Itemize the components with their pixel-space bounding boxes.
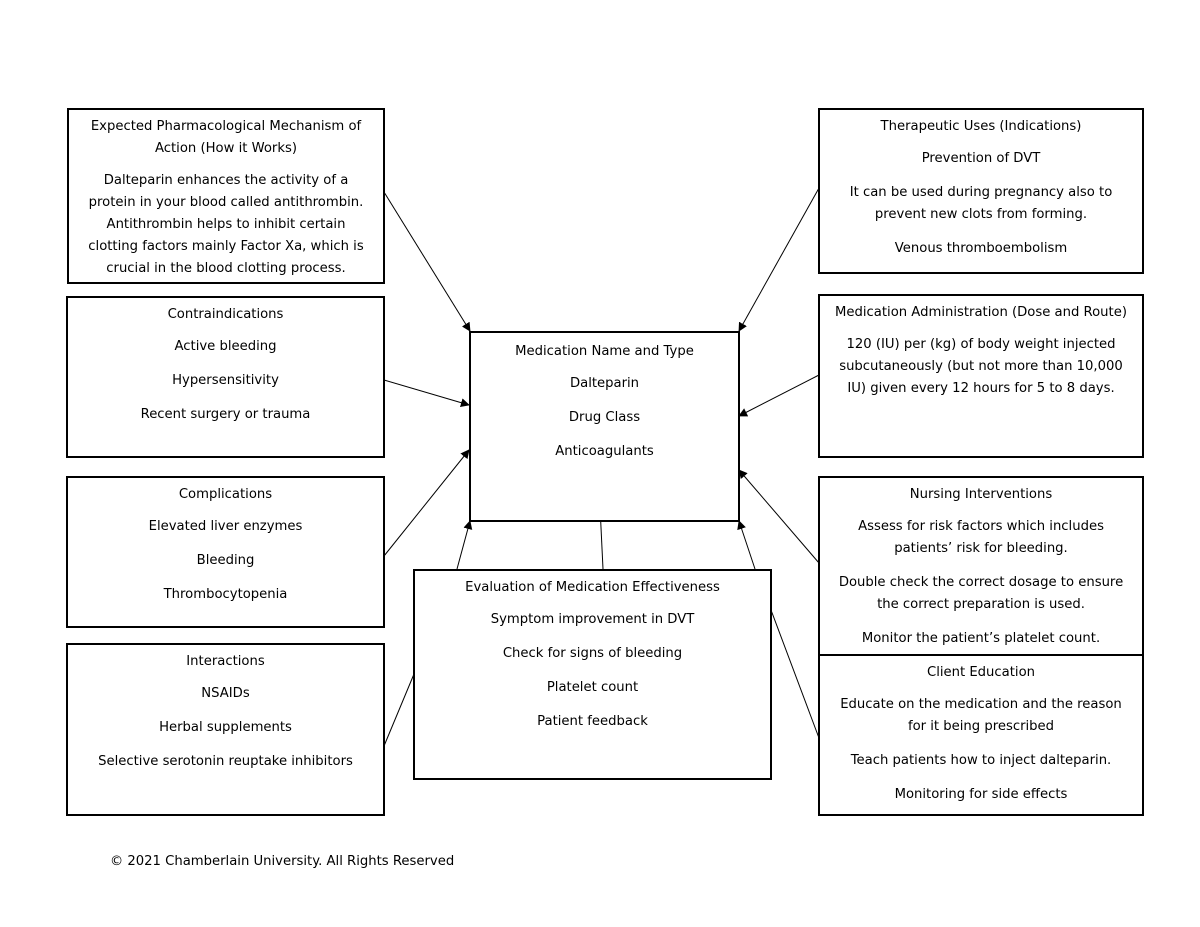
contraindications-box: Contraindications Active bleeding Hypers… [66,296,385,458]
arrow-uses-to-center [738,187,820,332]
arrow-contraindications-to-center [383,379,470,408]
nursing-box: Nursing Interventions Assess for risk fa… [818,476,1144,656]
evaluation-item: Symptom improvement in DVT [490,612,695,627]
contraindications-title: Contraindications [167,307,284,322]
contraindications-item: Active bleeding [174,339,277,354]
complications-item: Elevated liver enzymes [148,519,303,534]
interactions-title: Interactions [186,654,265,669]
evaluation-item: Patient feedback [537,714,648,729]
medication-name: Dalteparin [569,376,640,391]
nursing-item: Double check the correct dosage to ensur… [838,575,1124,612]
nursing-item: Monitor the patient’s platelet count. [861,631,1101,646]
mechanism-body: Dalteparin enhances the activity of a pr… [88,173,364,276]
uses-item: Venous thromboembolism [894,241,1068,256]
arrow-education-to-center-head [737,520,756,570]
complications-title: Complications [178,487,273,502]
education-item: Educate on the medication and the reason… [840,697,1122,734]
arrow-interactions-to-center [383,673,415,747]
evaluation-box: Evaluation of Medication Effectiveness S… [413,569,772,780]
administration-body: 120 (IU) per (kg) of body weight injecte… [839,337,1123,396]
administration-box: Medication Administration (Dose and Rout… [818,294,1144,458]
uses-title: Therapeutic Uses (Indications) [880,119,1082,134]
interactions-box: Interactions NSAIDs Herbal supplements S… [66,643,385,816]
nursing-title: Nursing Interventions [909,487,1053,502]
arrow-administration-to-center [738,374,820,417]
interactions-item: NSAIDs [201,686,250,701]
uses-box: Therapeutic Uses (Indications) Preventio… [818,108,1144,274]
education-box: Client Education Educate on the medicati… [818,654,1144,816]
education-item: Teach patients how to inject dalteparin. [850,753,1112,768]
complications-item: Bleeding [196,553,255,568]
arrow-complications-to-center [383,449,470,557]
copyright-notice: © 2021 Chamberlain University. All Right… [110,854,455,869]
uses-item: It can be used during pregnancy also to … [849,185,1113,222]
arrow-education-to-center [770,609,820,739]
nursing-item: Assess for risk factors which includes p… [858,519,1104,556]
evaluation-item: Platelet count [546,680,639,695]
interactions-item: Selective serotonin reuptake inhibitors [98,754,353,769]
mechanism-title: Expected Pharmacological Mechanism of Ac… [90,119,362,156]
evaluation-title: Evaluation of Medication Effectiveness [465,580,720,595]
mechanism-box: Expected Pharmacological Mechanism of Ac… [67,108,385,284]
evaluation-item: Check for signs of bleeding [502,646,683,661]
center-title: Medication Name and Type [515,344,694,359]
arrow-nursing-to-center [738,469,820,564]
arrow-interactions-to-center-head [456,520,473,570]
complications-box: Complications Elevated liver enzymes Ble… [66,476,385,628]
education-item: Monitoring for side effects [894,787,1068,802]
complications-item: Thrombocytopenia [163,587,288,602]
administration-title: Medication Administration (Dose and Rout… [835,305,1127,320]
medication-center-box: Medication Name and Type Dalteparin Drug… [469,331,740,522]
interactions-item: Herbal supplements [159,720,292,735]
contraindications-item: Hypersensitivity [172,373,279,388]
uses-item: Prevention of DVT [921,151,1041,166]
education-title: Client Education [926,665,1036,680]
arrow-mechanism-to-center [383,191,471,332]
drug-class-value: Anticoagulants [555,444,654,459]
drug-class-label: Drug Class [568,410,641,425]
contraindications-item: Recent surgery or trauma [140,407,311,422]
